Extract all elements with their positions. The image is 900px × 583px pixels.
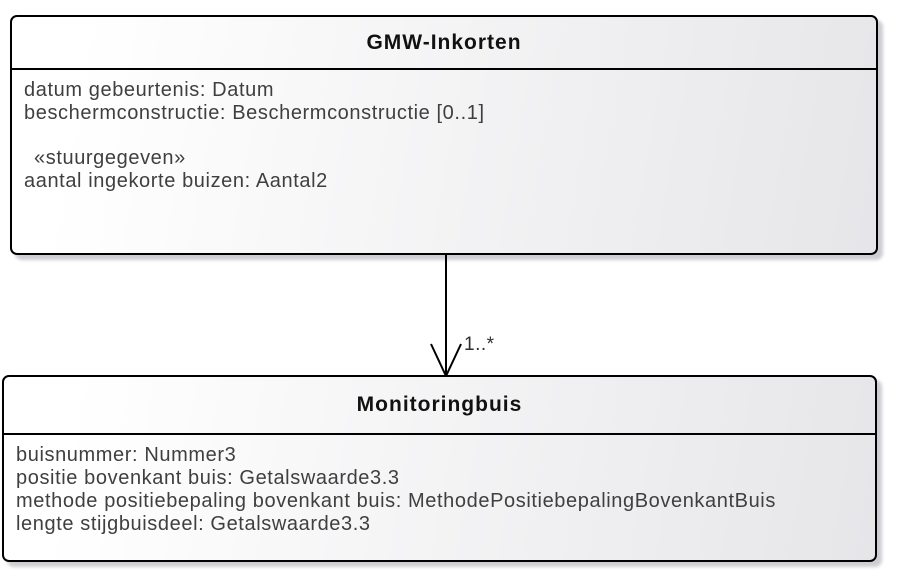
stereotype-stuurgegeven: «stuurgegeven» xyxy=(34,147,186,169)
attribute-methode-positiebepaling: methode positiebepaling bovenkant buis: … xyxy=(16,490,776,512)
attribute-positie-bovenkant-buis: positie bovenkant buis: Getalswaarde3.3 xyxy=(16,467,400,489)
class-monitoringbuis-attributes: buisnummer: Nummer3 positie bovenkant bu… xyxy=(4,435,875,536)
class-monitoringbuis-title: Monitoringbuis xyxy=(356,393,523,416)
attribute-beschermconstructie: beschermconstructie: Beschermconstructie… xyxy=(24,102,485,124)
attribute-lengte-stijgbuisdeel: lengte stijgbuisdeel: Getalswaarde3.3 xyxy=(16,513,371,535)
class-gmw-inkorten-header: GMW-Inkorten xyxy=(12,17,876,70)
class-gmw-inkorten-attributes: datum gebeurtenis: Datum beschermconstru… xyxy=(12,70,876,193)
class-gmw-inkorten[interactable]: GMW-Inkorten datum gebeurtenis: Datum be… xyxy=(10,15,878,255)
attribute-aantal-ingekorte-buizen: aantal ingekorte buizen: Aantal2 xyxy=(24,170,328,192)
attribute-buisnummer: buisnummer: Nummer3 xyxy=(16,444,237,466)
multiplicity-label: 1..* xyxy=(464,334,495,355)
class-gmw-inkorten-title: GMW-Inkorten xyxy=(366,30,522,54)
attribute-datum-gebeurtenis: datum gebeurtenis: Datum xyxy=(24,79,275,101)
association-arrow[interactable] xyxy=(425,255,470,379)
class-monitoringbuis-header: Monitoringbuis xyxy=(4,377,875,435)
class-monitoringbuis[interactable]: Monitoringbuis buisnummer: Nummer3 posit… xyxy=(2,375,877,562)
